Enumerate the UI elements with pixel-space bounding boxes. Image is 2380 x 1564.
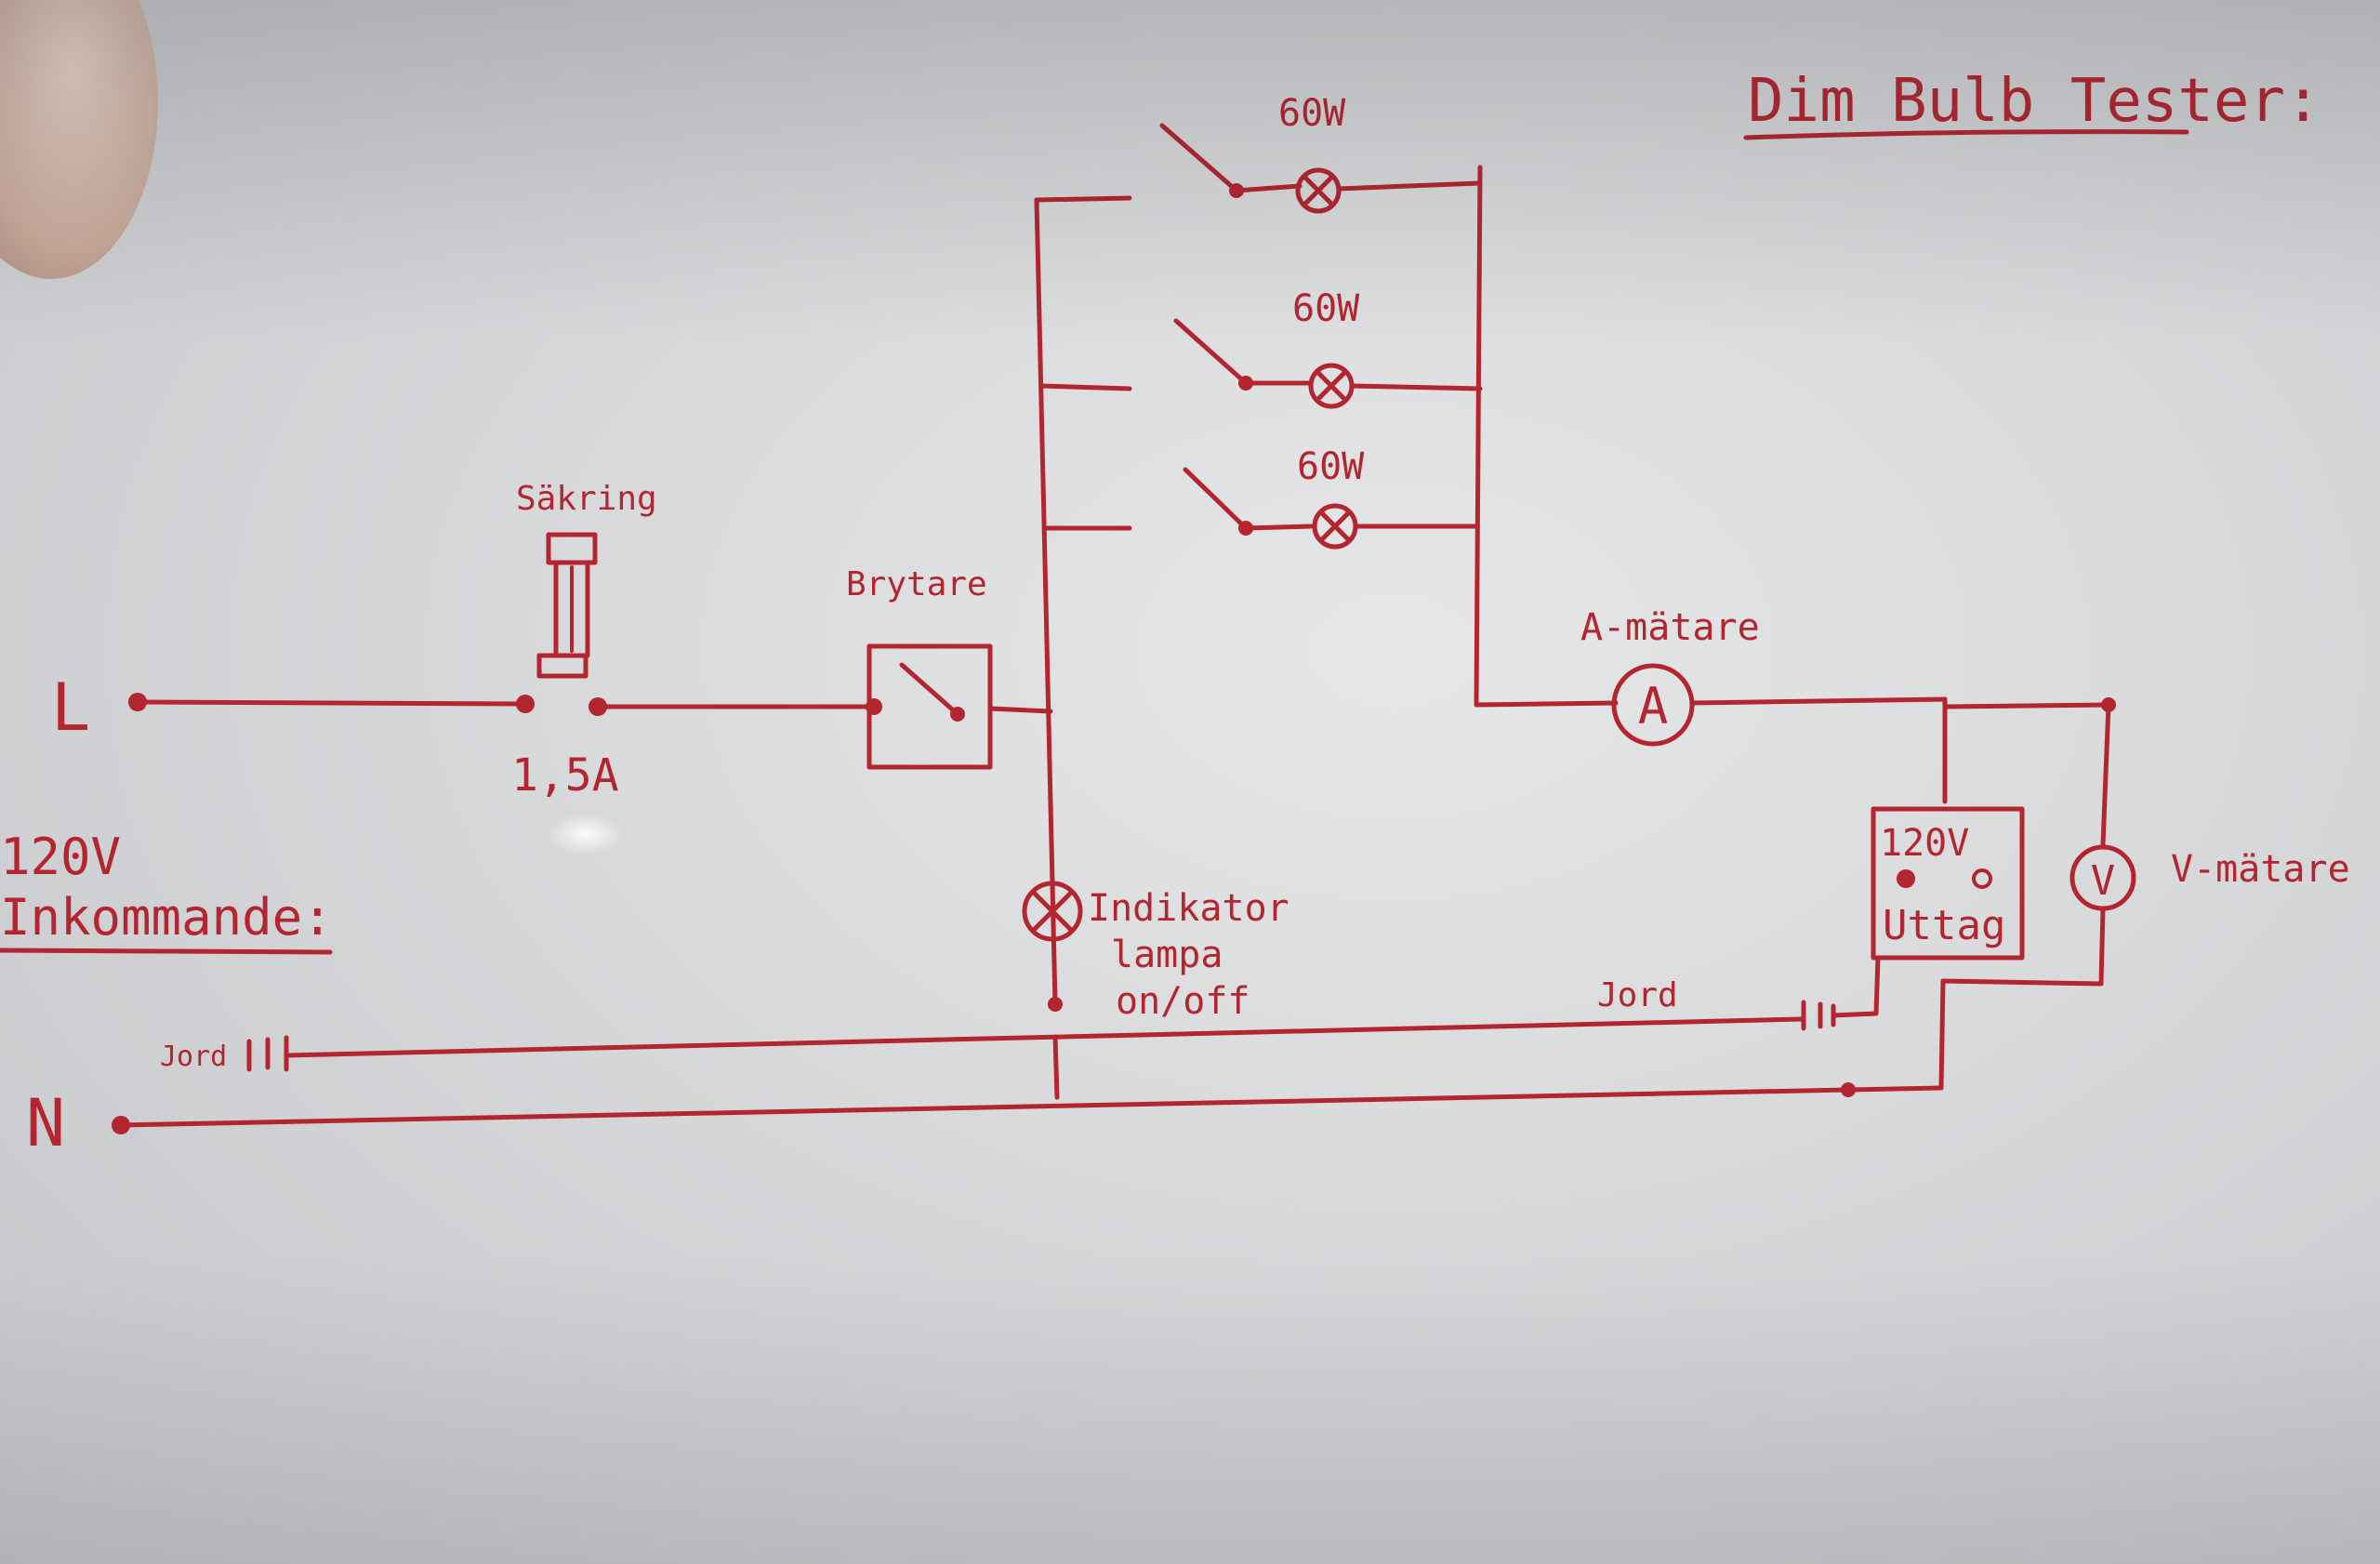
bulb-3-wire-in bbox=[1243, 524, 1314, 531]
fuse-terminal-left bbox=[516, 695, 535, 713]
switch-pivot bbox=[950, 707, 965, 722]
bulb-1-lamp bbox=[1295, 167, 1342, 214]
earth-outlet-symbol bbox=[1801, 1000, 1836, 1031]
voltmeter-bottom-wire bbox=[1940, 978, 2104, 987]
outlet-voltage: 120V bbox=[1880, 822, 1969, 865]
bulb-2-wire-out bbox=[1349, 383, 1483, 391]
fuse-cap-top bbox=[546, 532, 598, 565]
bulb-3-rating: 60W bbox=[1297, 445, 1365, 488]
outlet-label: Uttag bbox=[1883, 902, 2005, 949]
indicator-to-neutral-wire bbox=[1052, 1034, 1060, 1100]
voltmeter-symbol: V bbox=[2091, 857, 2116, 905]
fuse-rating: 1,5A bbox=[511, 749, 619, 802]
indicator-label-line2: lampa bbox=[1111, 934, 1223, 976]
outlet-neutral-return bbox=[1847, 1085, 1944, 1093]
outlet-neutral-drop bbox=[1938, 978, 1946, 1091]
bulb-1-wire-in bbox=[1234, 183, 1302, 193]
switch-label: Brytare bbox=[846, 565, 987, 603]
bus-tap-2 bbox=[1038, 383, 1132, 391]
bulb-2-switch bbox=[1173, 318, 1249, 386]
line-terminal-label: L bbox=[51, 669, 90, 746]
main-switch-box bbox=[866, 643, 993, 770]
switch-contact-in bbox=[866, 698, 882, 715]
bulb-1-rating: 60W bbox=[1278, 92, 1346, 135]
voltmeter-upper-lead bbox=[2100, 702, 2111, 847]
bulb-3-switch bbox=[1183, 467, 1249, 531]
line-wire-to-fuse bbox=[135, 699, 528, 707]
ammeter-label: A-mätare bbox=[1580, 606, 1760, 649]
bus-tap-1 bbox=[1034, 195, 1132, 203]
voltmeter-lower-lead bbox=[2098, 907, 2106, 987]
title-underline bbox=[1743, 129, 2189, 140]
switch-to-bus-wire bbox=[987, 706, 1053, 714]
indicator-lamp bbox=[1022, 881, 1083, 942]
diagram-title: Dim Bulb Tester: bbox=[1748, 67, 2321, 136]
bus-to-ammeter-wire bbox=[1474, 700, 1619, 708]
bulb-1-wire-out bbox=[1336, 180, 1483, 192]
earth-outlet-label: Jord bbox=[1597, 976, 1678, 1014]
neutral-outlet-node bbox=[1841, 1082, 1856, 1097]
light-glare bbox=[549, 814, 623, 855]
supply-label: Inkommande: bbox=[0, 888, 333, 947]
outlet-socket-right bbox=[1972, 868, 1992, 889]
earth-input-symbol bbox=[246, 1035, 289, 1072]
supply-voltage-label: 120V bbox=[0, 828, 121, 886]
bulb-2-rating: 60W bbox=[1292, 287, 1360, 330]
earth-input-label: Jord bbox=[160, 1040, 227, 1073]
outlet-box bbox=[1871, 806, 2025, 961]
bulb-1-switch bbox=[1159, 123, 1239, 193]
voltmeter-top-wire bbox=[1942, 702, 2111, 709]
ammeter-to-outlet-wire bbox=[1689, 696, 1948, 706]
voltmeter-label: V-mätare bbox=[2171, 848, 2350, 891]
earth-to-outlet-wire bbox=[1831, 955, 1881, 1018]
indicator-label-line3: on/off bbox=[1116, 980, 1250, 1023]
left-bus-wire bbox=[1034, 197, 1058, 1007]
outlet-socket-left bbox=[1897, 869, 1915, 888]
fuse-label: Säkring bbox=[516, 480, 657, 518]
switch-lever bbox=[899, 662, 960, 717]
indicator-label-line1: Indikator bbox=[1088, 887, 1289, 930]
bulb-2-lamp bbox=[1308, 363, 1355, 409]
fuse-body bbox=[553, 560, 590, 658]
bulb-3-lamp bbox=[1312, 503, 1358, 550]
neutral-terminal-label: N bbox=[26, 1085, 65, 1161]
ammeter-symbol: A bbox=[1638, 677, 1669, 736]
earth-wire bbox=[284, 1016, 1805, 1058]
neutral-wire bbox=[118, 1087, 1851, 1128]
fuse-cap-bottom bbox=[536, 653, 588, 679]
right-bus-wire bbox=[1474, 165, 1483, 708]
supply-underline bbox=[0, 948, 333, 955]
indicator-bottom-node bbox=[1048, 997, 1063, 1012]
